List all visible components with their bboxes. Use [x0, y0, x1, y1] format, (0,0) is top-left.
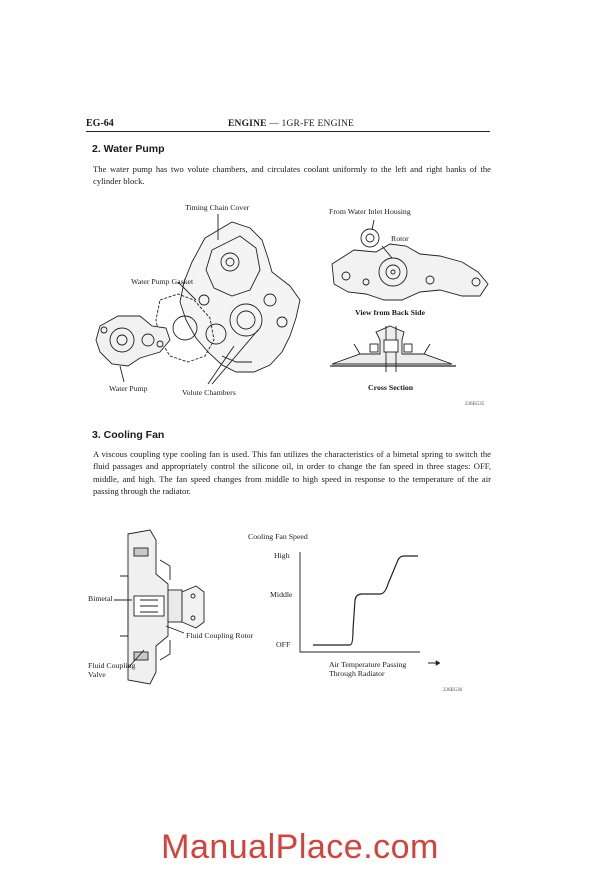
label-rotor: Rotor — [391, 234, 409, 243]
section-heading-water-pump: 2. Water Pump — [92, 143, 165, 155]
label-fluid-coupling-valve-line1: Fluid Coupling — [88, 661, 136, 670]
graph-level-off: OFF — [276, 640, 291, 649]
graph-level-high: High — [274, 551, 290, 560]
figure-id-cooling-fan: 236EG36 — [443, 688, 463, 693]
figure-id-water-pump: 236EG35 — [465, 402, 485, 407]
label-view-from-back-side: View from Back Side — [355, 308, 425, 317]
page-number: EG-64 — [86, 118, 114, 129]
label-volute-chambers: Volute Chambers — [182, 388, 236, 397]
label-bimetal: Bimetal — [88, 594, 113, 603]
label-water-pump-gasket: Water Pump Gasket — [131, 277, 194, 286]
manualplace-watermark: ManualPlace.com — [161, 828, 439, 866]
label-water-pump: Water Pump — [109, 384, 148, 393]
header-title-rest: — 1GR-FE ENGINE — [266, 119, 355, 129]
graph-x-title-line2: Through Radiator — [329, 669, 385, 678]
label-fluid-coupling-valve-line2: Valve — [88, 670, 106, 679]
graph-y-title: Cooling Fan Speed — [248, 532, 308, 541]
label-fluid-coupling-rotor: Fluid Coupling Rotor — [186, 631, 254, 640]
header-rule — [86, 131, 490, 132]
label-from-water-inlet-housing: From Water Inlet Housing — [329, 207, 411, 216]
water-pump-paragraph: The water pump has two volute chambers, … — [93, 164, 491, 187]
header-title-bold: ENGINE — [228, 119, 267, 129]
label-timing-chain-cover: Timing Chain Cover — [185, 203, 250, 212]
page-header-title: ENGINE — 1GR-FE ENGINE — [228, 119, 354, 129]
graph-level-middle: Middle — [270, 590, 293, 599]
section-heading-cooling-fan: 3. Cooling Fan — [92, 429, 165, 441]
cooling-fan-paragraph: A viscous coupling type cooling fan is u… — [93, 449, 491, 497]
label-cross-section: Cross Section — [368, 383, 414, 392]
graph-x-title-line1: Air Temperature Passing — [329, 660, 407, 669]
